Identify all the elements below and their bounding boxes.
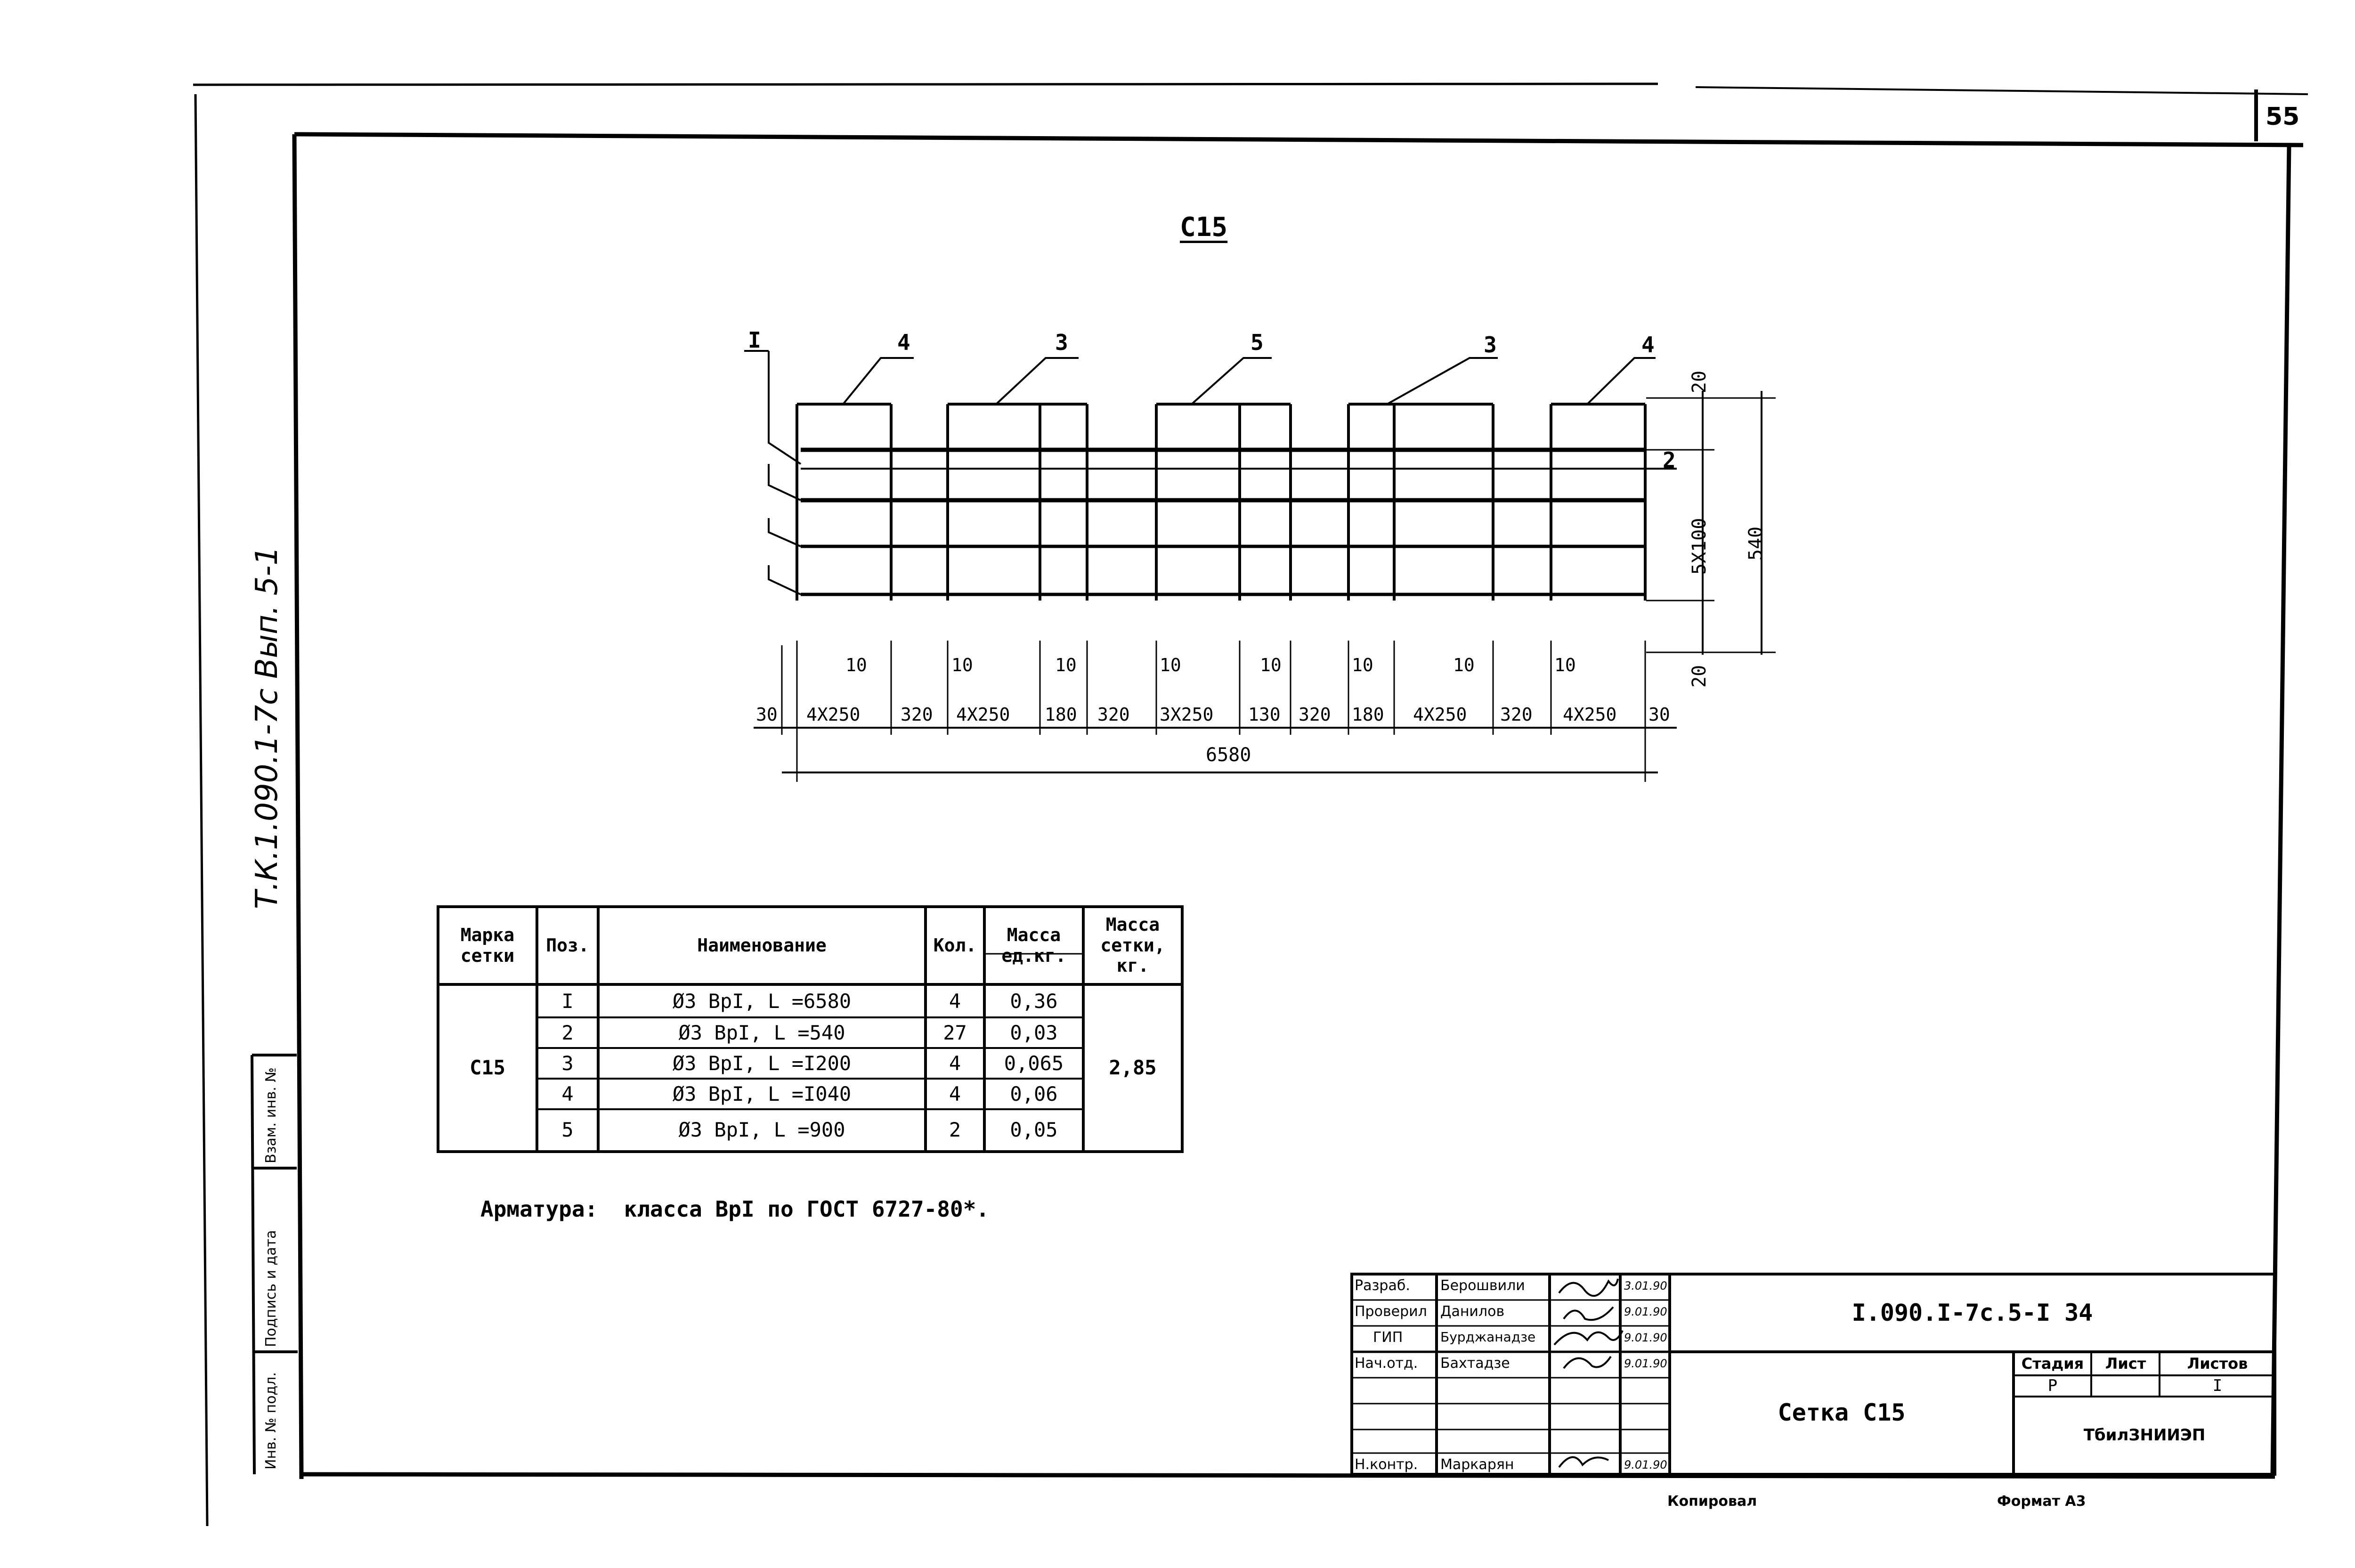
- table-row-qty: 4: [949, 989, 961, 1013]
- dim-chain-item: 30: [756, 704, 778, 725]
- header-qty: Кол.: [933, 934, 977, 956]
- dim-chain-item: 4Х250: [806, 704, 861, 725]
- table-row-name: Ø3 ВрI, L =6580: [672, 989, 852, 1013]
- dim-chain-item: 4Х250: [1563, 704, 1617, 725]
- dim-offset: 10: [1160, 655, 1181, 675]
- sheets-label: Листов: [2187, 1355, 2248, 1373]
- callout-pos-4-left: 4: [897, 330, 910, 355]
- table-row-pos: 2: [561, 1021, 574, 1044]
- sheets-value: I: [2212, 1376, 2223, 1395]
- table-row-unit-mass: 0,36: [1010, 989, 1058, 1013]
- cell-mark: С15: [470, 1056, 505, 1080]
- title-role: Проверил: [1355, 1303, 1427, 1320]
- dim-total: 6580: [1206, 744, 1251, 766]
- table-row-qty: 4: [949, 1051, 961, 1075]
- table-row-name: Ø3 ВрI, L =540: [678, 1021, 845, 1044]
- dim-offset: 10: [1352, 655, 1373, 675]
- format-label: Формат А3: [1997, 1493, 2086, 1510]
- sheet-value: [2093, 1376, 2159, 1396]
- title-name: Маркарян: [1440, 1456, 1514, 1473]
- callout-pos-2: 2: [1663, 447, 1676, 473]
- table-row-qty: 4: [949, 1082, 961, 1105]
- table-row-qty: 27: [943, 1021, 967, 1044]
- title-role: Разраб.: [1355, 1277, 1410, 1294]
- title-date: 9.01.90: [1624, 1331, 1667, 1344]
- header-name: Наименование: [697, 934, 827, 956]
- table-row-pos: 4: [561, 1082, 574, 1105]
- reinforcement-note: Арматура: класса ВрI по ГОСТ 6727-80*.: [480, 1196, 990, 1222]
- document-designation: I.090.I-7с.5-I 34: [1852, 1299, 2093, 1326]
- table-row-pos: 3: [561, 1051, 574, 1075]
- title-role: Н.контр.: [1355, 1456, 1418, 1473]
- dim-offset: 10: [845, 655, 867, 675]
- dim-offset: 10: [1260, 655, 1282, 675]
- dim-offset: 10: [1453, 655, 1475, 675]
- table-row-pos: 5: [561, 1118, 574, 1141]
- title-name: Бурджанадзе: [1440, 1329, 1536, 1345]
- table-row-unit-mass: 0,06: [1010, 1082, 1058, 1105]
- stage-value: Р: [2047, 1376, 2058, 1395]
- dim-chain-item: 180: [1045, 704, 1077, 725]
- table-row-name: Ø3 ВрI, L =900: [678, 1118, 845, 1141]
- dim-chain-item: 180: [1352, 704, 1384, 725]
- dim-offset: 10: [1055, 655, 1077, 675]
- title-name: Берошвили: [1440, 1277, 1525, 1294]
- table-row-name: Ø3 ВрI, L =I040: [672, 1082, 852, 1105]
- callout-pos-3-left: 3: [1055, 330, 1068, 355]
- callout-pos-1: I: [748, 327, 761, 353]
- dim-offset: 10: [951, 655, 973, 675]
- sheet-number: 55: [2266, 103, 2300, 131]
- organization: ТбилЗНИИЭП: [2083, 1425, 2206, 1445]
- dim-chain-item: 320: [901, 704, 933, 725]
- dim-chain-item: 4Х250: [956, 704, 1010, 725]
- table-row-qty: 2: [949, 1118, 961, 1141]
- header-pos: Поз.: [546, 934, 589, 956]
- dim-chain-item: 30: [1648, 704, 1670, 725]
- title-name: Данилов: [1440, 1303, 1505, 1320]
- drawing-title: С15: [1180, 212, 1228, 243]
- title-role: Нач.отд.: [1355, 1355, 1418, 1372]
- header-unit-mass: Масса ед.кг.: [1001, 924, 1066, 966]
- header-net-mass: Масса сетки, кг.: [1100, 914, 1165, 976]
- dim-chain-item: 130: [1248, 704, 1281, 725]
- copied-label: Копировал: [1667, 1493, 1757, 1510]
- table-row-name: Ø3 ВрI, L =I200: [672, 1051, 852, 1075]
- title-role: ГИП: [1373, 1329, 1403, 1346]
- callout-pos-3-right: 3: [1484, 332, 1497, 357]
- title-name: Бахтадзе: [1440, 1355, 1510, 1372]
- callout-pos-4-right: 4: [1641, 332, 1655, 357]
- dim-chain-item: 3Х250: [1160, 704, 1214, 725]
- dim-chain-item: 320: [1097, 704, 1130, 725]
- dim-chain-item: 320: [1500, 704, 1533, 725]
- table-row-unit-mass: 0,065: [1004, 1051, 1064, 1075]
- dim-offset: 10: [1554, 655, 1576, 675]
- title-date: 9.01.90: [1624, 1305, 1667, 1318]
- callout-pos-5: 5: [1251, 330, 1264, 355]
- sheet-name: Сетка С15: [1778, 1399, 1906, 1427]
- dim-chain-item: 4Х250: [1413, 704, 1467, 725]
- sheet-label: Лист: [2105, 1355, 2146, 1373]
- table-row-unit-mass: 0,03: [1010, 1021, 1058, 1044]
- cell-net-mass: 2,85: [1109, 1056, 1157, 1080]
- table-row-unit-mass: 0,05: [1010, 1118, 1058, 1141]
- table-row-pos: I: [561, 989, 574, 1013]
- dim-chain-item: 320: [1299, 704, 1331, 725]
- stage-label: Стадия: [2021, 1355, 2084, 1373]
- header-mark: Марка сетки: [460, 924, 515, 966]
- title-date: 9.01.90: [1624, 1357, 1667, 1370]
- title-date: 9.01.90: [1624, 1458, 1667, 1471]
- title-date: 3.01.90: [1624, 1279, 1667, 1292]
